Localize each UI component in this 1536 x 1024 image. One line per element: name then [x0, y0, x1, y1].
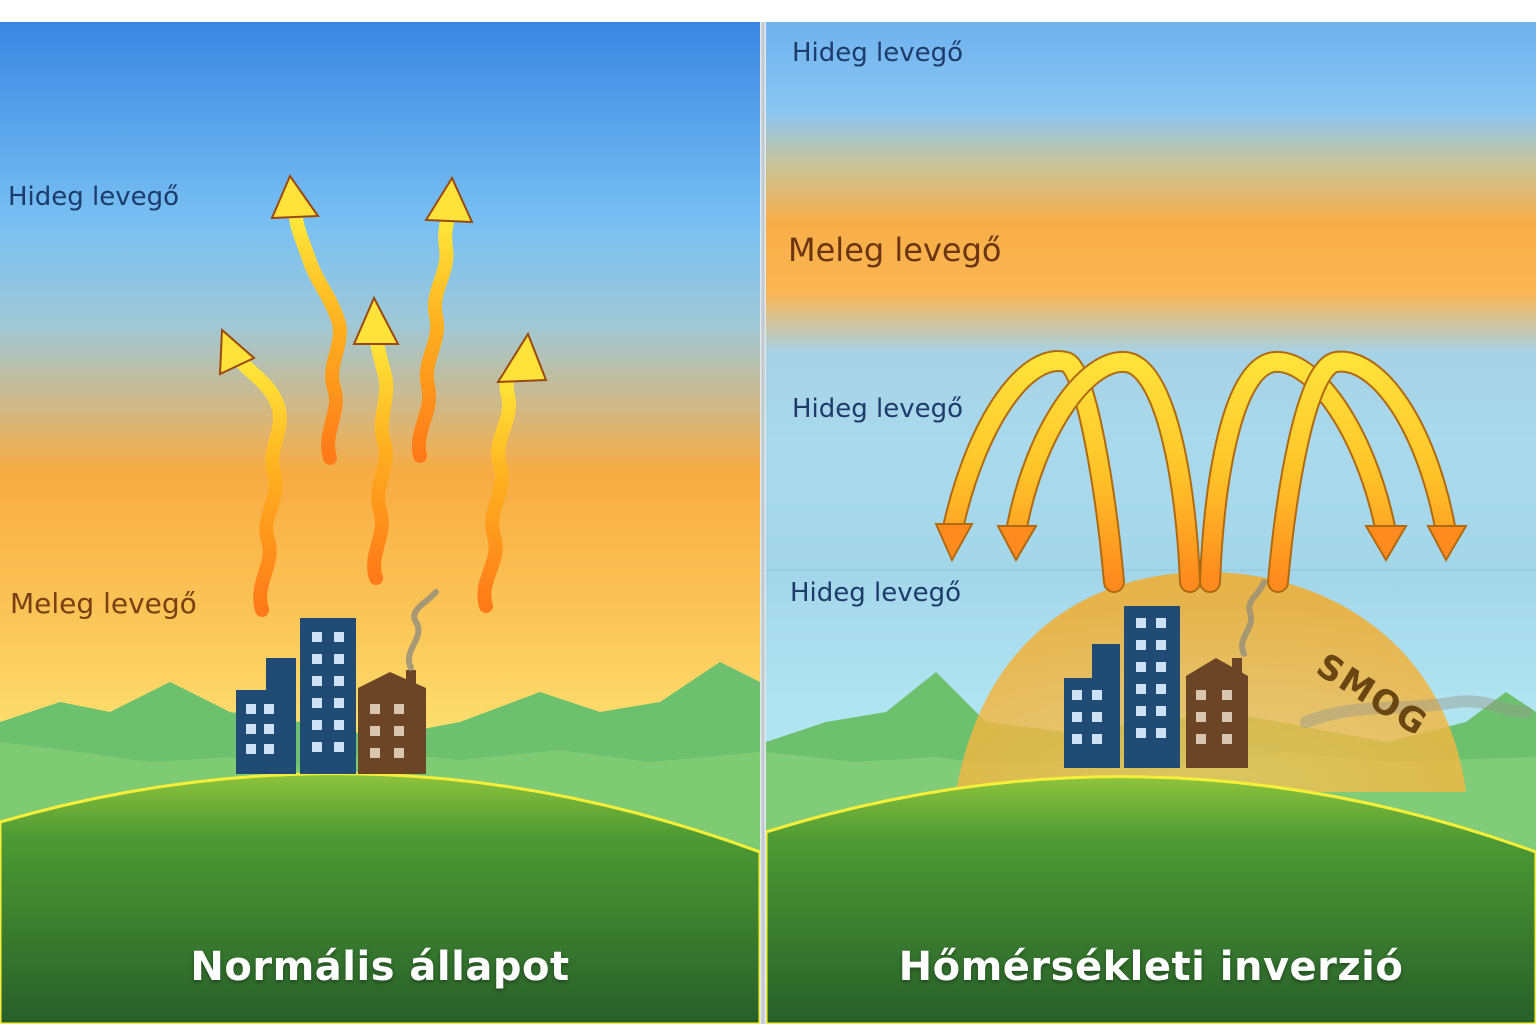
- cold-air-top-label: Hideg levegő: [792, 38, 964, 68]
- warm-air-arrow: [411, 211, 455, 463]
- inversion-panel: SMOG Hideg levegő Meleg levegő Hideg lev…: [766, 22, 1536, 1024]
- cold-air-label: Hideg levegő: [8, 182, 180, 212]
- warm-air-arrow: [477, 369, 517, 613]
- arrow-head: [1364, 525, 1408, 562]
- normal-state-panel: Hideg levegő Meleg levegő Normális állap…: [0, 22, 760, 1024]
- arrow-head: [996, 525, 1038, 563]
- city-buildings: [236, 618, 426, 774]
- trapped-smoke: [1300, 695, 1532, 728]
- warm-air-arrow: [233, 353, 287, 617]
- arrow-head: [934, 523, 974, 563]
- green-hill: [766, 775, 1536, 1024]
- warm-air-layer-label: Meleg levegő: [788, 231, 1002, 269]
- green-hill: [0, 772, 760, 1024]
- arrow-head: [218, 327, 256, 376]
- chimney: [1232, 658, 1242, 680]
- city-buildings: [1064, 606, 1248, 768]
- cold-air-middle-label: Hideg levegő: [792, 394, 964, 424]
- panel-divider: [760, 22, 766, 1024]
- inversion-scene: SMOG: [766, 22, 1536, 1024]
- warm-air-arrow: [289, 211, 347, 465]
- arrow-head: [496, 331, 548, 384]
- arrow-head: [352, 295, 400, 345]
- normal-state-caption: Normális állapot: [190, 944, 570, 990]
- deflected-warm-air-arrows: [934, 350, 1468, 593]
- building-tall: [1124, 606, 1180, 768]
- warm-air-arrow: [367, 331, 394, 585]
- rising-warm-air-arrows: [218, 173, 548, 617]
- building-tall: [300, 618, 356, 774]
- chimney-smoke: [1239, 579, 1267, 657]
- chimney-smoke: [406, 589, 439, 671]
- cold-air-low-label: Hideg levegő: [790, 578, 962, 608]
- chimney: [406, 670, 416, 692]
- warm-air-label: Meleg levegő: [10, 587, 197, 620]
- arrow-head: [270, 173, 320, 220]
- arrow-head: [424, 175, 474, 224]
- inversion-caption: Hőmérsékleti inverzió: [898, 944, 1404, 990]
- arrow-head: [1426, 525, 1468, 563]
- normal-state-scene: [0, 22, 760, 1024]
